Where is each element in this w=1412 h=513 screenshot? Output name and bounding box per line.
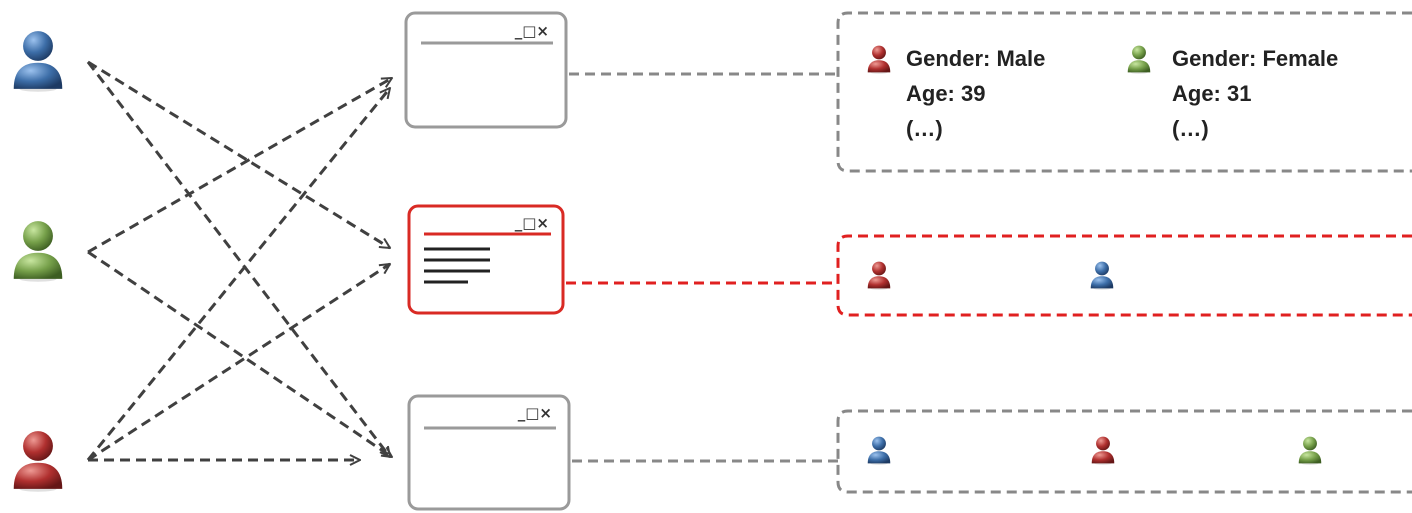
user-icon-green [1298,436,1322,465]
user-icon-red [1091,436,1115,465]
window-top: _□× [404,11,568,129]
window-content-lines [424,247,490,284]
user-icon-green [1127,45,1151,74]
panel-bottom [836,409,1412,494]
window-controls: _□× [515,22,549,40]
arrow-green-to-window-top [87,76,392,254]
arrow-blue-to-window-middle [87,60,390,250]
arrow-red-to-window-middle [87,262,390,462]
user-icon-red [867,261,891,290]
profile-gender: Gender: Male [906,46,1045,71]
window-middle-highlighted: _□× [407,204,565,315]
connection-arrows [86,60,392,462]
panel-middle-highlighted [836,234,1412,317]
window-bottom: _□× [407,394,571,511]
user-icon-red [867,45,891,74]
user-icon-blue [13,31,63,92]
user-icon-green [13,221,63,282]
panel-top: Gender: Male Age: 39 (…) Gender: Female … [836,11,1412,173]
arrow-red-to-window-top [86,88,390,461]
user-icon-blue [1090,261,1114,290]
profile-age: Age: 31 [1172,81,1251,106]
window-controls: _□× [518,404,552,422]
user-icon-red [13,431,63,492]
window-controls: _□× [515,214,549,232]
user-icon-blue [867,436,891,465]
arrow-green-to-window-bottom [87,250,392,457]
profile-age: Age: 39 [906,81,985,106]
profile-more: (…) [906,116,943,141]
arrow-blue-to-window-bottom [86,61,390,457]
profile-gender: Gender: Female [1172,46,1338,71]
profile-more: (…) [1172,116,1209,141]
